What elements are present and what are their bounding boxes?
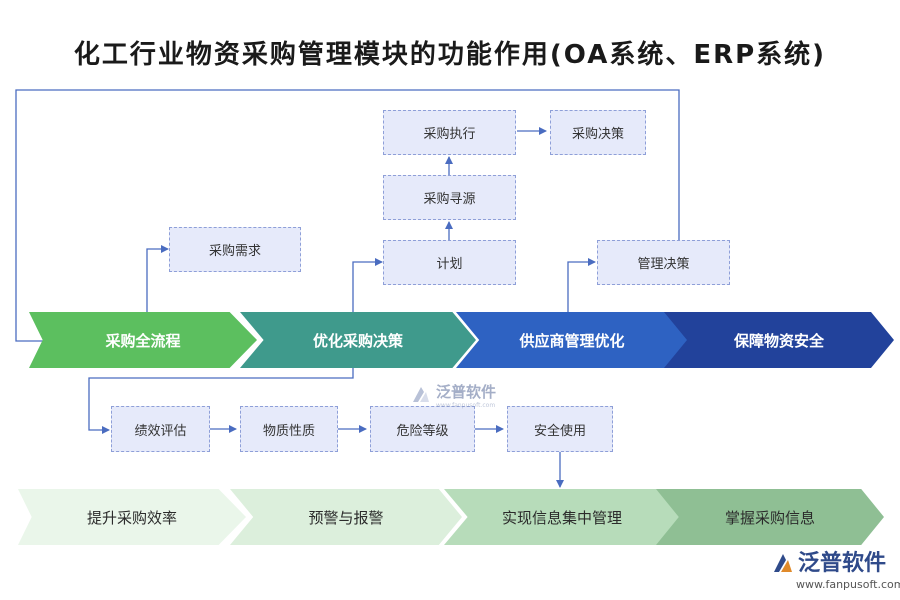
brand-name: 泛普软件: [798, 551, 887, 576]
box-safe-use: 安全使用: [507, 406, 613, 452]
fanpu-logo-icon: [774, 554, 792, 572]
loop-arrow: [15, 89, 680, 345]
chevron-efficiency: 提升采购效率: [18, 489, 246, 545]
watermark-logo: 泛普软件 www.fanpusoft.com: [410, 381, 496, 409]
arrow-to-mgmt-decision: [567, 258, 596, 312]
box-hazard-level: 危险等级: [370, 406, 475, 452]
arrow-to-need: [146, 245, 169, 312]
chevron-info-mgmt: 实现信息集中管理: [444, 489, 680, 545]
box-mgmt-decision: 管理决策: [597, 240, 730, 285]
chevron-process: 采购全流程: [29, 312, 257, 368]
box-material-nature: 物质性质: [240, 406, 338, 452]
watermark-name: 泛普软件: [436, 383, 497, 401]
chevron-purchase-info: 掌握采购信息: [656, 489, 884, 545]
box-purchase-decision: 采购决策: [550, 110, 646, 155]
fanpu-logo-icon: [413, 387, 429, 402]
chevron-material-safety: 保障物资安全: [664, 312, 894, 368]
brand-logo: 泛普软件 www.fanpusoft.com: [772, 551, 900, 591]
chevron-optimize-decision: 优化采购决策: [240, 312, 476, 368]
box-purchase-sourcing: 采购寻源: [383, 175, 516, 220]
chevron-warning: 预警与报警: [230, 489, 462, 545]
arrow-to-plan: [352, 258, 383, 312]
chevron-supplier-mgmt: 供应商管理优化: [456, 312, 688, 368]
brand-url: www.fanpusoft.com: [796, 578, 900, 591]
watermark-url: www.fanpusoft.com: [436, 402, 496, 409]
box-evaluation: 绩效评估: [111, 406, 210, 452]
arrow-to-evaluation: [88, 368, 354, 434]
box-plan: 计划: [383, 240, 516, 285]
box-purchase-need: 采购需求: [169, 227, 301, 272]
box-purchase-execute: 采购执行: [383, 110, 516, 155]
page-title: 化工行业物资采购管理模块的功能作用(OA系统、ERP系统): [73, 40, 827, 70]
